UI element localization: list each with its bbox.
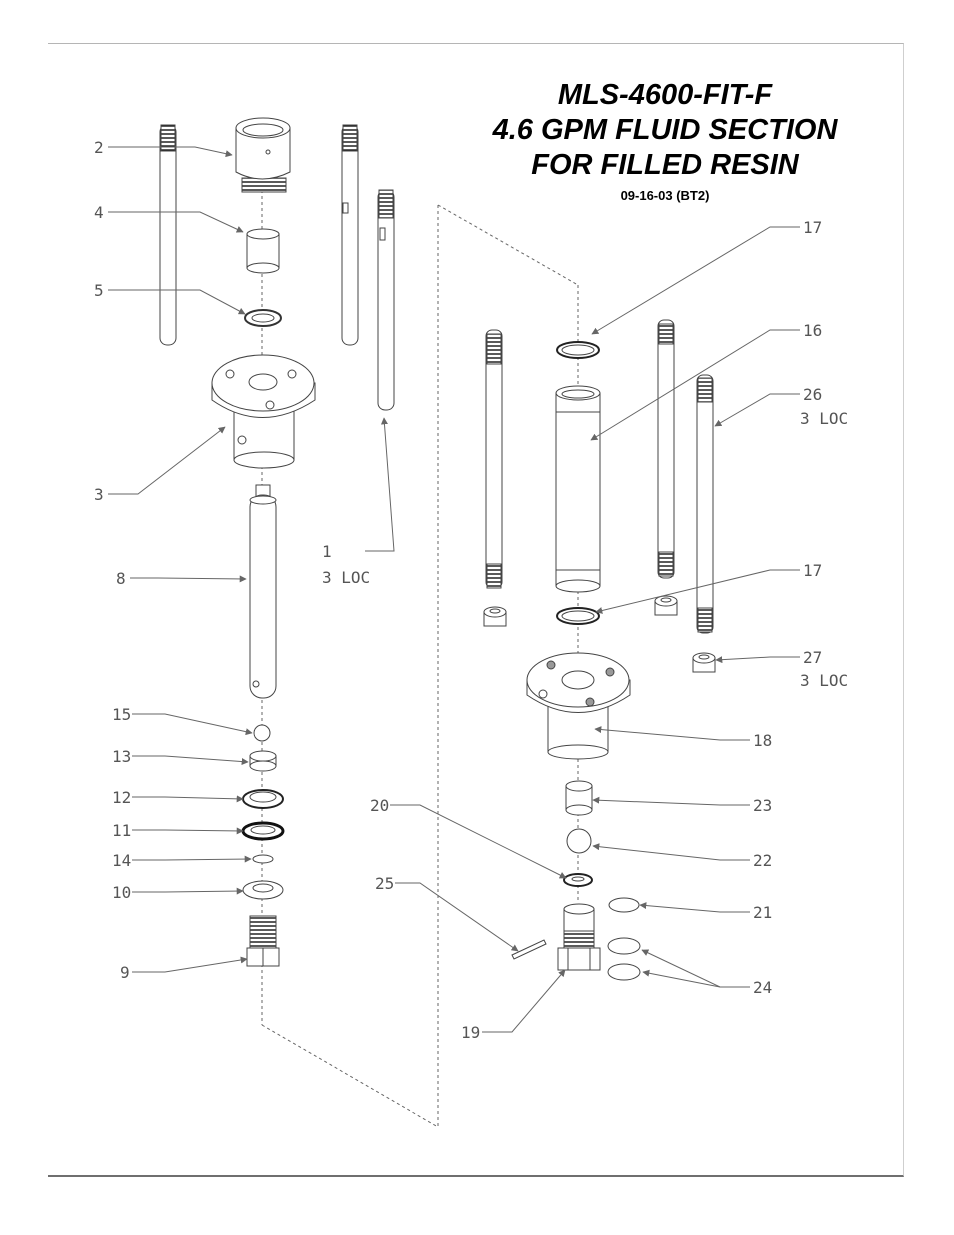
page-border (48, 43, 904, 1177)
part-25-pin (511, 939, 547, 960)
part-13-seat (249, 750, 277, 772)
tie-rod-right-a (485, 329, 503, 589)
part-17-o-ring-top (556, 341, 600, 359)
part-5-washer (244, 309, 282, 327)
part-15-ball (253, 724, 271, 742)
callout-12: 12 (112, 788, 131, 807)
callout-26-qty: 3 LOC (800, 409, 848, 428)
connection-line-bottom (261, 1024, 439, 1128)
part-8-piston-rod (249, 484, 277, 699)
callout-15: 15 (112, 705, 131, 724)
callout-3: 3 (94, 485, 104, 504)
callout-17-top: 17 (803, 218, 822, 237)
part-10-washer (242, 880, 284, 900)
part-23-seat-sleeve (565, 780, 593, 816)
callout-20: 20 (370, 796, 389, 815)
title-block: MLS-4600-FIT-F 4.6 GPM FLUID SECTION FOR… (430, 78, 900, 203)
callout-13: 13 (112, 747, 131, 766)
callout-23: 23 (753, 796, 772, 815)
tie-rod-part-26 (696, 374, 714, 634)
callout-16: 16 (803, 321, 822, 340)
callout-4: 4 (94, 203, 104, 222)
nut-part-27 (692, 652, 716, 673)
callout-18: 18 (753, 731, 772, 750)
part-2-cap (235, 117, 291, 193)
title-part-number: MLS-4600-FIT-F (557, 79, 773, 111)
part-21-o-ring (608, 897, 640, 913)
title-date: 09-16-03 (BT2) (620, 188, 710, 203)
part-20-seat (563, 873, 593, 887)
callout-8: 8 (116, 569, 126, 588)
callout-22: 22 (753, 851, 772, 870)
part-24-o-ring-b (607, 963, 641, 981)
part-12-spacer (242, 789, 284, 809)
part-22-ball (566, 828, 592, 854)
leader-lines (108, 146, 800, 1033)
part-11-packing (241, 821, 285, 841)
part-14-o-ring (252, 854, 274, 864)
callout-5: 5 (94, 281, 104, 300)
callout-27: 27 (803, 648, 822, 667)
part-24-o-ring-a (607, 937, 641, 955)
callout-1-qty: 3 LOC (322, 568, 370, 587)
callout-17-bottom: 17 (803, 561, 822, 580)
nut-right-b (654, 595, 678, 616)
callout-10: 10 (112, 883, 131, 902)
tie-rod-left-b (341, 124, 359, 346)
title-description: 4.6 GPM FLUID SECTION (492, 114, 838, 146)
callout-9: 9 (120, 963, 130, 982)
part-16-cylinder (555, 385, 601, 593)
part-18-base-housing (526, 652, 631, 760)
nut-right-a (483, 606, 507, 627)
callout-19: 19 (461, 1023, 480, 1042)
part-3-housing (211, 354, 316, 469)
callout-26: 26 (803, 385, 822, 404)
callout-24: 24 (753, 978, 772, 997)
part-19-foot-valve (557, 903, 601, 971)
callout-27-qty: 3 LOC (800, 671, 848, 690)
part-4-sleeve (246, 228, 280, 274)
callout-2: 2 (94, 138, 104, 157)
callout-14: 14 (112, 851, 131, 870)
callout-1: 1 (322, 542, 332, 561)
callout-21: 21 (753, 903, 772, 922)
part-17-o-ring-bottom (556, 607, 600, 625)
tie-rod-part-1 (377, 189, 395, 411)
tie-rod-right-b (657, 319, 675, 579)
callout-11: 11 (112, 821, 131, 840)
title-subdescription: FOR FILLED RESIN (531, 149, 799, 181)
connection-line-top (437, 204, 579, 286)
tie-rod-left-a (159, 124, 177, 346)
callout-25: 25 (375, 874, 394, 893)
part-9-valve-body (246, 915, 280, 967)
